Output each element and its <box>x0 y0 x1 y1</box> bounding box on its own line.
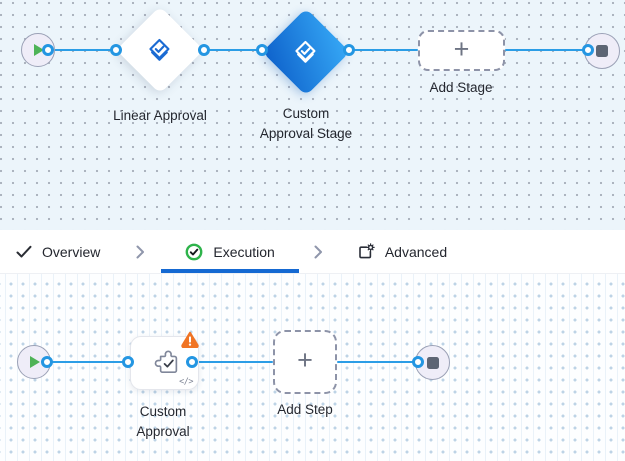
add-stage-label: Add Stage <box>429 80 493 95</box>
edge <box>192 361 273 364</box>
edge <box>505 49 588 52</box>
check-icon <box>16 245 32 257</box>
stage-node-linear-approval[interactable] <box>116 6 204 94</box>
step-label: Custom Approval <box>113 402 213 441</box>
stage-label-line: Approval Stage <box>259 125 353 141</box>
stage-canvas[interactable]: Linear Approval Custom Approval Stage + … <box>0 0 625 230</box>
connector-port[interactable] <box>412 356 424 368</box>
tab-advanced[interactable]: Advanced <box>337 230 467 273</box>
connector-port[interactable] <box>343 44 355 56</box>
warning-icon <box>181 331 199 348</box>
connector-port[interactable] <box>198 44 210 56</box>
step-label-line: Approval <box>136 423 190 439</box>
step-canvas[interactable]: </> Custom Approval + Add Step <box>0 274 625 461</box>
stage-label-line: Linear Approval <box>113 108 207 123</box>
play-icon <box>33 44 44 56</box>
connector-port[interactable] <box>110 44 122 56</box>
stage-node-custom-approval-stage[interactable] <box>262 8 350 96</box>
connector-port[interactable] <box>256 44 268 56</box>
stop-icon <box>596 45 608 57</box>
tab-label: Advanced <box>384 243 448 260</box>
approval-diamond-check-icon <box>295 40 316 63</box>
add-stage-button[interactable]: + <box>418 30 505 71</box>
stop-icon <box>426 356 439 369</box>
stage-label: Custom Approval Stage <box>250 104 362 143</box>
connector-port[interactable] <box>582 44 594 56</box>
edge <box>337 361 418 364</box>
edge <box>47 361 128 364</box>
stage-label-line: Custom <box>282 106 330 121</box>
add-step-label: Add Step <box>277 402 333 417</box>
check-circle-icon <box>185 243 203 260</box>
tab-label: Overview <box>42 243 101 260</box>
add-step-button[interactable]: + <box>273 330 337 394</box>
tab-label: Execution <box>213 243 275 260</box>
edge <box>349 49 418 52</box>
connector-port[interactable] <box>42 44 54 56</box>
approval-diamond-check-icon <box>149 38 170 61</box>
puzzle-check-icon <box>154 350 177 374</box>
edge <box>48 49 116 52</box>
connector-port[interactable] <box>41 356 53 368</box>
stage-tab-bar: Overview Execution <box>0 230 625 274</box>
active-tab-underline <box>161 269 299 273</box>
chevron-right-icon <box>136 245 145 258</box>
chevron-right-icon <box>314 245 322 258</box>
plus-icon: + <box>453 33 470 64</box>
connector-port[interactable] <box>122 356 134 368</box>
edge <box>204 49 262 52</box>
code-icon: </> <box>179 377 193 387</box>
play-icon <box>29 356 40 368</box>
tab-overview[interactable]: Overview <box>16 230 100 273</box>
box-gear-icon <box>359 242 375 258</box>
tab-execution[interactable]: Execution <box>161 230 299 273</box>
step-label-line: Custom <box>139 404 187 419</box>
connector-port[interactable] <box>186 356 198 368</box>
plus-icon: + <box>297 345 313 375</box>
stage-label: Linear Approval <box>80 106 240 126</box>
